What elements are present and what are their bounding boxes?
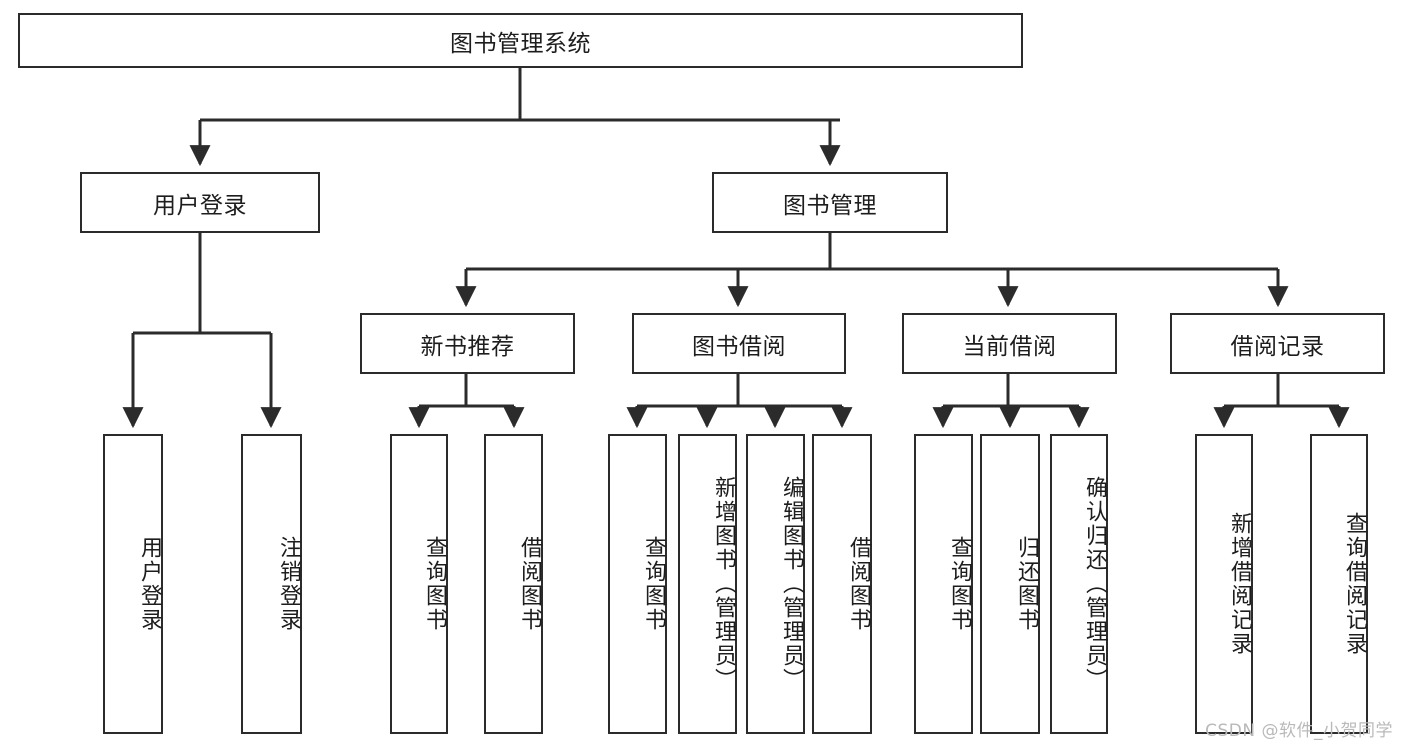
node-label: 查询图书 [641,536,666,632]
node-label: 查询图书 [422,536,447,632]
node-label: 借阅图书 [846,536,871,632]
node-level3-current-borrow[interactable]: 当前借阅 [902,313,1117,374]
node-label: 用户登录 [153,192,247,219]
node-leaf-add-borrow-record[interactable]: 新增借阅记录 [1195,434,1253,734]
node-level3-book-borrow[interactable]: 图书借阅 [632,313,846,374]
watermark: CSDN @软件_小贺同学 [1205,721,1393,741]
node-leaf-confirm-return-admin[interactable]: 确认归还（管理员） [1050,434,1108,734]
node-leaf-borrow-book-recommend[interactable]: 借阅图书 [484,434,543,734]
node-root[interactable]: 图书管理系统 [18,13,1023,68]
node-label: 查询借阅记录 [1342,512,1367,656]
node-leaf-logout[interactable]: 注销登录 [241,434,302,734]
node-level3-new-book-recommend[interactable]: 新书推荐 [360,313,575,374]
node-leaf-query-book-borrow[interactable]: 查询图书 [608,434,667,734]
node-label: 图书管理系统 [450,30,591,57]
node-leaf-query-borrow-record[interactable]: 查询借阅记录 [1310,434,1368,734]
node-level2-user-login[interactable]: 用户登录 [80,172,320,233]
node-label: 新增图书（管理员） [711,476,736,692]
node-label: 图书管理 [783,192,877,219]
node-leaf-query-book-current[interactable]: 查询图书 [914,434,973,734]
node-leaf-query-book-recommend[interactable]: 查询图书 [390,434,448,734]
node-label: 注销登录 [276,536,301,632]
node-label: 查询图书 [947,536,972,632]
node-leaf-return-book[interactable]: 归还图书 [980,434,1040,734]
node-leaf-edit-book-admin[interactable]: 编辑图书（管理员） [746,434,805,734]
node-label: 用户登录 [137,536,162,632]
node-leaf-borrow-book[interactable]: 借阅图书 [812,434,872,734]
node-label: 借阅记录 [1230,333,1325,360]
node-leaf-user-login[interactable]: 用户登录 [103,434,163,734]
node-label: 借阅图书 [517,536,542,632]
node-label: 图书借阅 [692,333,786,360]
node-label: 新增借阅记录 [1227,512,1252,656]
node-leaf-add-book-admin[interactable]: 新增图书（管理员） [678,434,737,734]
node-level2-book-management[interactable]: 图书管理 [712,172,948,233]
node-label: 编辑图书（管理员） [779,476,804,692]
node-label: 当前借阅 [962,333,1057,360]
node-level3-borrow-records[interactable]: 借阅记录 [1170,313,1385,374]
node-label: 归还图书 [1014,536,1039,632]
node-label: 确认归还（管理员） [1082,476,1107,692]
node-label: 新书推荐 [420,333,515,360]
